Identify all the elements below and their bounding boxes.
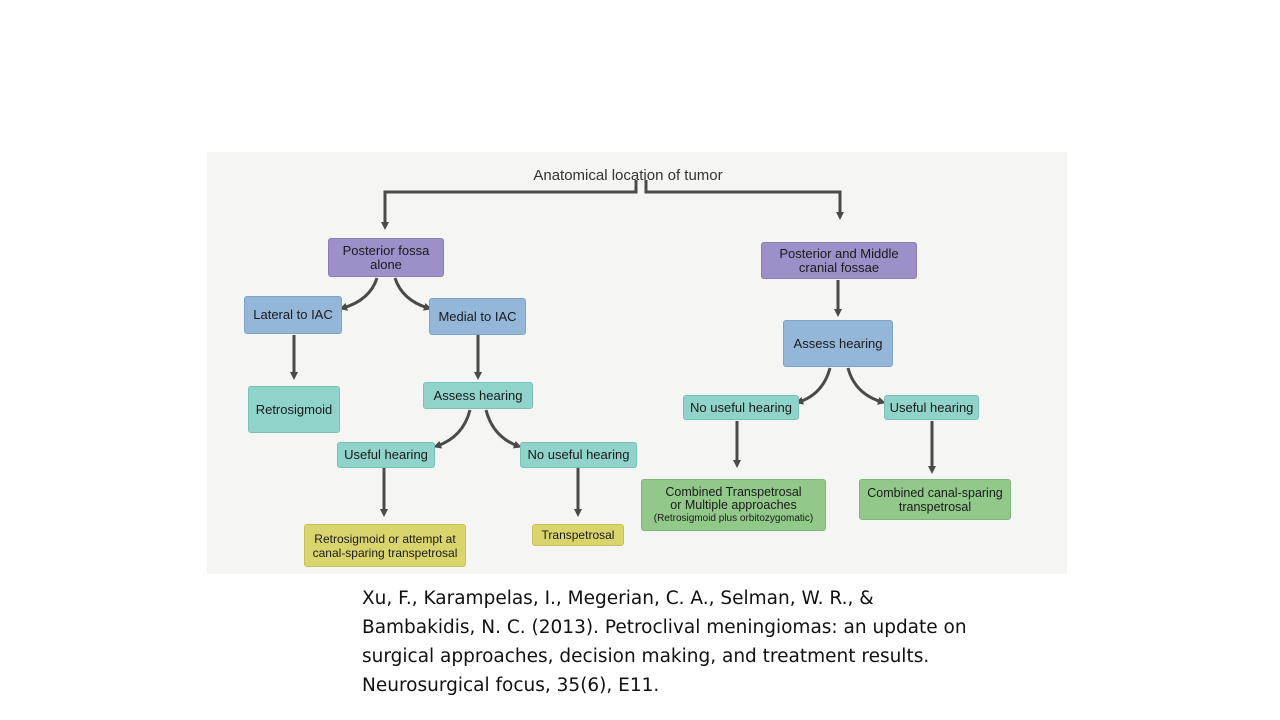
node-no-useful-hearing-left: No useful hearing — [520, 442, 637, 468]
citation-text: Xu, F., Karampelas, I., Megerian, C. A.,… — [362, 588, 967, 696]
arrow-assess-to-useful-right — [846, 367, 886, 405]
node-assess-hearing-right: Assess hearing — [783, 320, 893, 367]
node-retrosigmoid-or-canal-sparing: Retrosigmoid or attempt at canal-sparing… — [304, 524, 466, 567]
combined-transpetrosal-label: Combined Transpetrosal or Multiple appro… — [665, 484, 802, 512]
node-posterior-middle-fossae: Posterior and Middle cranial fossae — [761, 242, 917, 279]
node-useful-hearing-left: Useful hearing — [337, 442, 435, 468]
node-posterior-fossa-alone: Posterior fossa alone — [328, 238, 444, 277]
arrow-assess-to-nouseful — [484, 409, 522, 449]
arrow-region-to-medial — [393, 277, 432, 311]
node-medial-to-iac: Medial to IAC — [429, 298, 526, 335]
arrow-root-to-left — [381, 180, 638, 230]
node-retrosigmoid: Retrosigmoid — [248, 386, 340, 433]
combined-transpetrosal-note: (Retrosigmoid plus orbitozygomatic) — [653, 512, 814, 524]
arrow-region-to-lateral — [339, 277, 379, 311]
arrow-assess-to-useful — [433, 409, 472, 449]
node-no-useful-hearing-right: No useful hearing — [683, 395, 799, 420]
node-combined-canal-sparing: Combined canal-sparing transpetrosal — [859, 479, 1011, 520]
node-combined-transpetrosal: Combined Transpetrosal or Multiple appro… — [641, 479, 826, 531]
arrow-root-to-right — [644, 180, 844, 220]
arrow-assess-to-nouseful-right — [795, 367, 832, 405]
node-transpetrosal: Transpetrosal — [532, 524, 624, 546]
root-node: Anatomical location of tumor — [533, 167, 723, 184]
node-assess-hearing-left: Assess hearing — [423, 382, 533, 409]
node-useful-hearing-right: Useful hearing — [884, 395, 979, 420]
node-lateral-to-iac: Lateral to IAC — [244, 296, 342, 334]
